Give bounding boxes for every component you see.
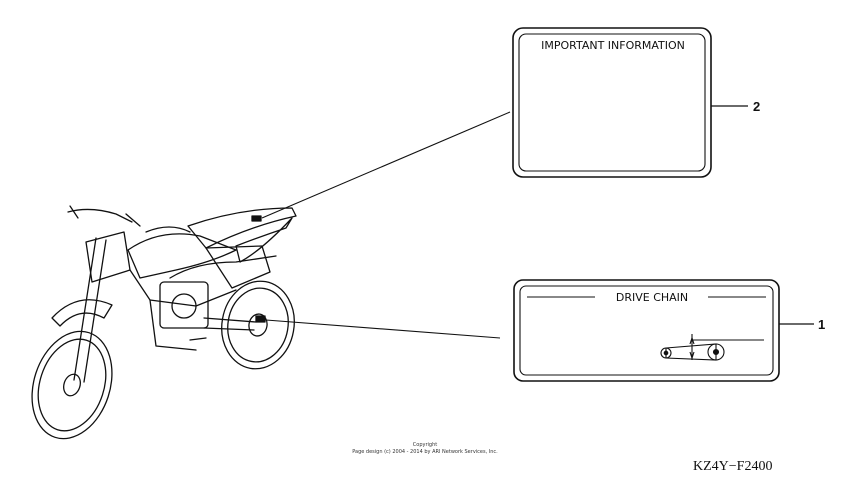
diagram-code: KZ4Y−F2400	[693, 459, 772, 474]
drive-chain-title: DRIVE CHAIN	[616, 291, 688, 304]
leader-line-important	[261, 111, 511, 219]
important-information-title: IMPORTANT INFORMATION	[541, 39, 685, 52]
leader-line-drive-chain	[265, 319, 501, 339]
drive-chain-label: DRIVE CHAIN	[513, 279, 780, 382]
chain-slack-icon	[660, 334, 764, 361]
important-information-label: IMPORTANT INFORMATION	[512, 27, 712, 178]
motorcycle-illustration	[31, 205, 297, 440]
copyright-line-1: Copyright	[413, 442, 437, 448]
callout-number-2: 2	[753, 99, 760, 114]
copyright-line-2: Page design (c) 2004 - 2014 by ARI Netwo…	[352, 449, 498, 455]
callout-number-1: 1	[818, 317, 825, 332]
